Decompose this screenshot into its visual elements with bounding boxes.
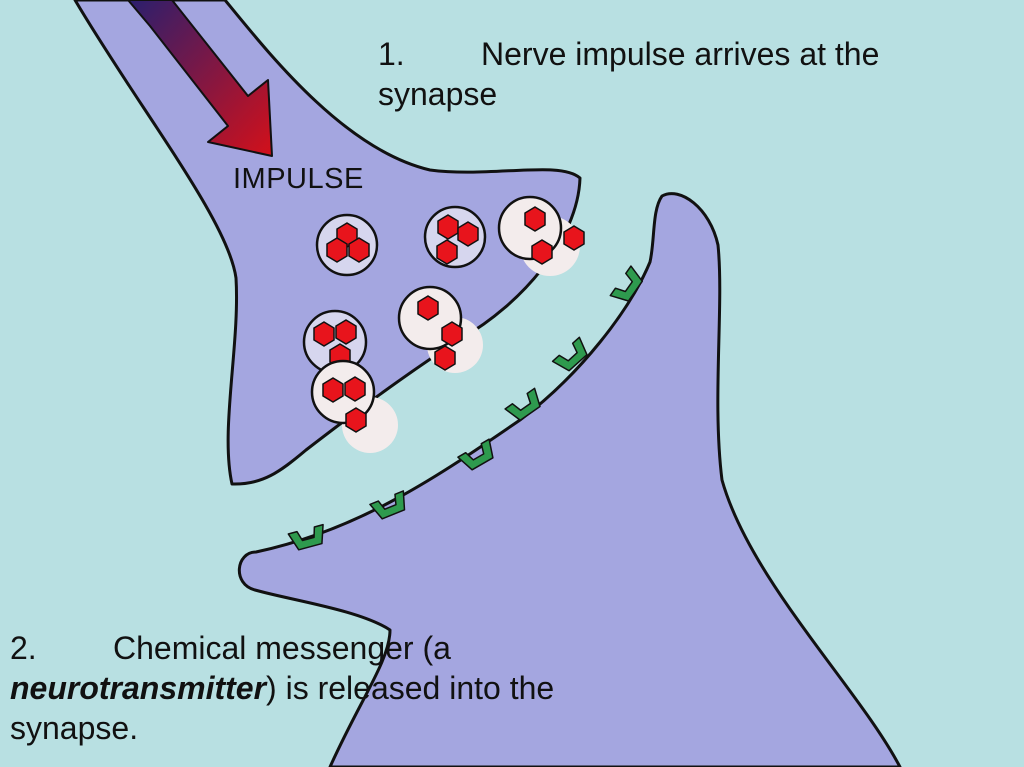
receptor — [609, 265, 644, 302]
receptor-group — [287, 265, 644, 551]
postsynaptic-dendrite — [237, 192, 902, 767]
receptor — [369, 490, 406, 520]
releasing-vesicle — [397, 285, 483, 373]
vesicle — [423, 205, 487, 269]
step-2-number: 2. — [10, 630, 37, 666]
releasing-vesicle — [497, 195, 585, 276]
receptor — [457, 438, 494, 471]
step-2-text-before: Chemical messenger (a — [113, 630, 451, 666]
vesicle — [315, 213, 379, 277]
step-2-text-after: ) is released into the synapse. — [10, 670, 555, 746]
releasing-vesicle — [310, 359, 398, 453]
receptor — [287, 523, 324, 551]
impulse-arrow — [127, 0, 273, 157]
releasing-vesicle-group — [310, 195, 585, 453]
step-1-number: 1. — [378, 36, 405, 72]
step-1-text: Nerve impulse arrives at the synapse — [378, 36, 880, 112]
vesicle-group — [302, 205, 487, 375]
neurotransmitter-term: neurotransmitter — [10, 670, 267, 706]
step-2-caption: 2. Chemical messenger (a neurotransmitter… — [10, 628, 570, 748]
receptor — [504, 387, 541, 422]
impulse-label: IMPULSE — [233, 163, 364, 195]
step-1-caption: 1.Nerve impulse arrives at the synapse — [378, 34, 898, 114]
receptor — [551, 336, 588, 372]
